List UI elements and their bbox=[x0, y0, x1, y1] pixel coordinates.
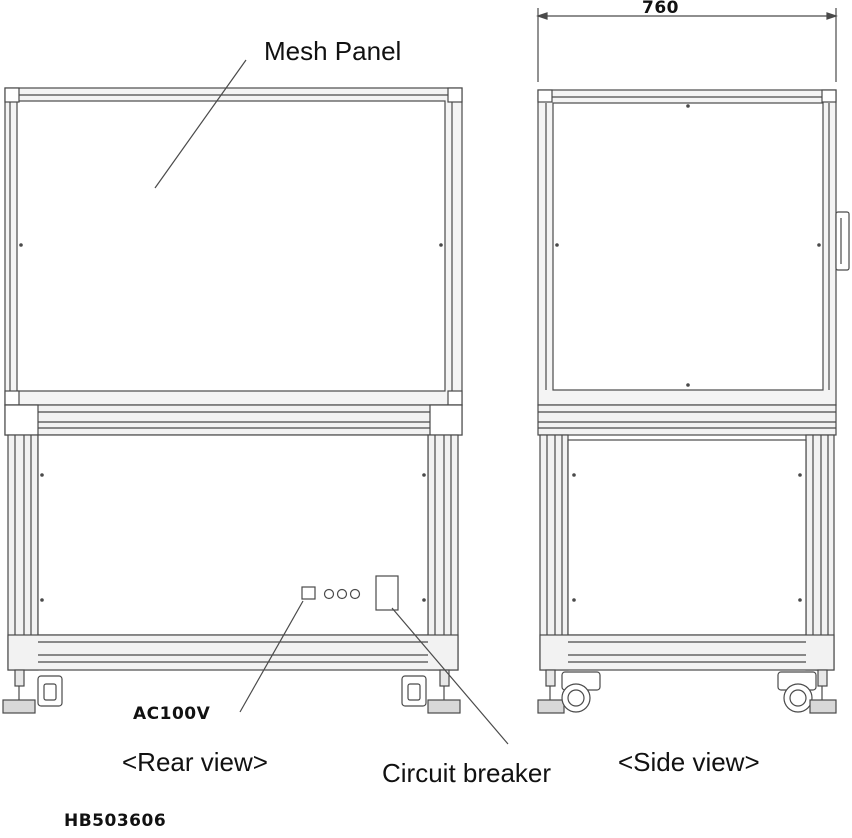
side-bottom-rail bbox=[539, 634, 835, 671]
rear-left-foot bbox=[2, 669, 36, 714]
leader-circuit-breaker bbox=[391, 607, 509, 745]
side-view-drawing bbox=[536, 8, 850, 714]
circuit-breaker-label: Circuit breaker bbox=[382, 758, 552, 788]
rear-view-drawing bbox=[2, 87, 463, 714]
side-view-label: <Side view> bbox=[618, 747, 760, 777]
side-panel bbox=[552, 102, 824, 391]
mesh-panel bbox=[16, 100, 446, 392]
ac100v-label: AC100V bbox=[133, 704, 211, 724]
side-left-caster bbox=[561, 671, 601, 713]
side-left-foot bbox=[537, 669, 565, 714]
side-right-foot bbox=[809, 669, 837, 714]
rear-lower-panel bbox=[37, 434, 429, 636]
ac100v-outlet bbox=[301, 586, 316, 600]
dimension-label: 760 bbox=[642, 0, 679, 18]
side-middle-rail bbox=[537, 404, 837, 436]
rear-right-caster bbox=[401, 675, 427, 707]
side-right-caster bbox=[777, 671, 817, 713]
leader-mesh-panel bbox=[154, 59, 247, 189]
rear-middle-rail bbox=[4, 404, 463, 436]
indicator-lamp bbox=[336, 588, 348, 600]
drawing-number: HB503606 bbox=[64, 811, 167, 831]
side-lower-panel bbox=[567, 439, 807, 636]
dimension-760 bbox=[536, 8, 838, 82]
rear-bottom-rail bbox=[7, 634, 459, 671]
indicator-lamp bbox=[323, 588, 335, 600]
rear-right-foot bbox=[427, 669, 461, 714]
indicator-lamp bbox=[349, 588, 361, 600]
mesh-panel-label: Mesh Panel bbox=[264, 36, 402, 66]
rear-left-caster bbox=[37, 675, 63, 707]
leader-ac100v bbox=[239, 600, 304, 713]
circuit-breaker-box bbox=[375, 575, 399, 611]
rear-view-label: <Rear view> bbox=[122, 747, 268, 777]
door-handle bbox=[835, 211, 850, 271]
